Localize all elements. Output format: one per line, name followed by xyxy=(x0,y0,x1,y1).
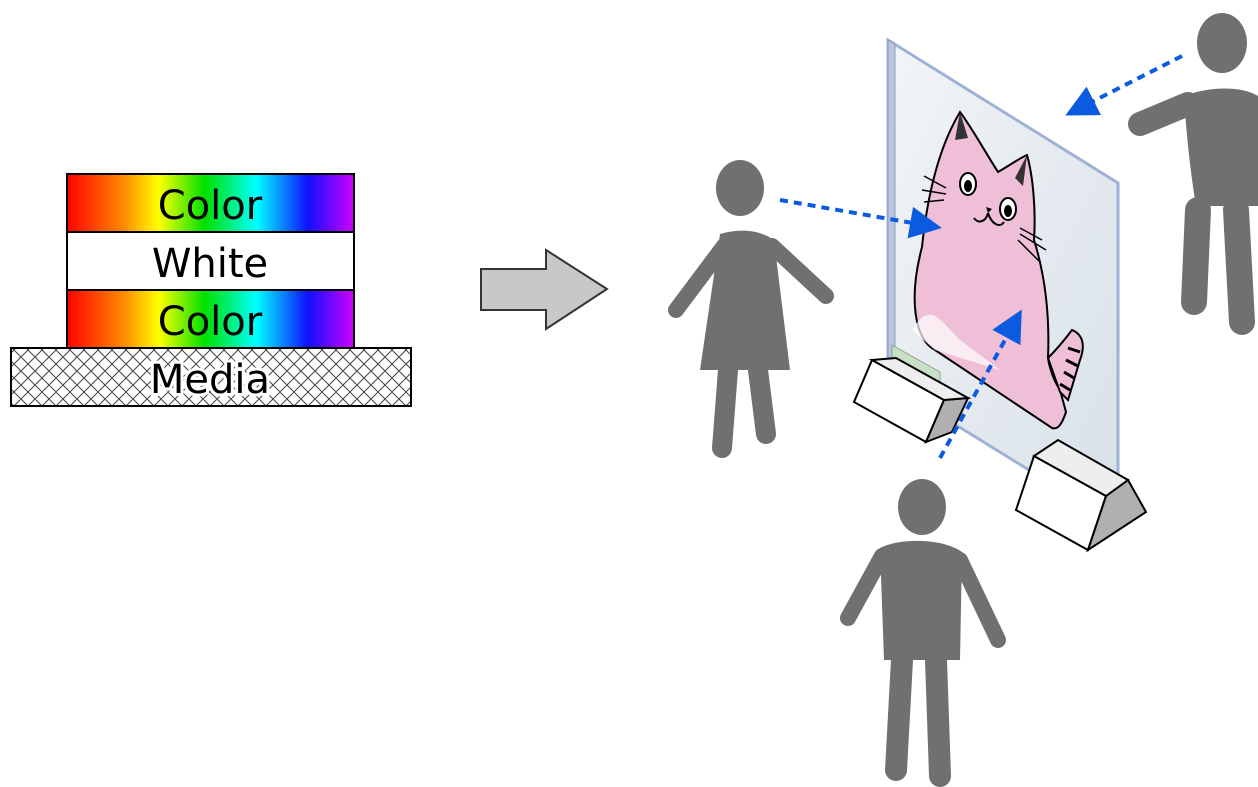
viewer-left-body xyxy=(700,230,790,370)
viewer-right-head xyxy=(1197,13,1247,73)
sight-line-right xyxy=(1065,54,1183,116)
viewer-right xyxy=(1128,13,1258,335)
viewer-front-body xyxy=(880,540,962,660)
right-stand xyxy=(1014,438,1148,553)
viewer-right-body xyxy=(1184,88,1258,206)
viewer-front xyxy=(840,479,1006,787)
color-layer-top-label: Color xyxy=(158,183,263,229)
layer-stack: Color White Color Media xyxy=(10,173,412,407)
sight-line-left xyxy=(779,198,942,239)
color-layer-bottom-label: Color xyxy=(158,299,263,345)
white-layer-label: White xyxy=(152,241,268,287)
sight-lines xyxy=(779,54,1183,459)
viewer-left-head xyxy=(716,160,764,216)
transparent-display xyxy=(852,37,1148,553)
media-layer-label: Media xyxy=(150,357,270,403)
color-layer-top xyxy=(66,173,355,233)
left-stand xyxy=(852,344,972,444)
sight-line-front xyxy=(938,309,1022,459)
transition-arrow xyxy=(480,248,609,331)
viewer-left xyxy=(668,160,834,458)
media-layer xyxy=(10,347,412,407)
color-layer-bottom xyxy=(66,289,355,349)
viewer-front-head xyxy=(898,479,946,535)
cat-image xyxy=(912,110,1084,430)
white-layer xyxy=(66,231,355,291)
